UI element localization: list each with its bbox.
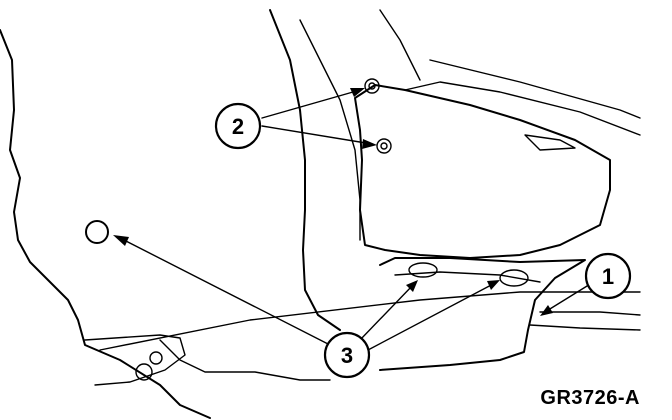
leader-3c bbox=[367, 282, 496, 351]
leader-2a bbox=[261, 89, 361, 119]
arrowhead-2b bbox=[362, 139, 377, 149]
module-panel-seam bbox=[524, 134, 576, 151]
floor-line-2 bbox=[539, 311, 641, 316]
callout-3: 3 bbox=[323, 331, 371, 379]
floor-line-4 bbox=[159, 339, 331, 381]
fastener-loose-hole bbox=[85, 220, 109, 244]
fastener-lower-2 bbox=[499, 269, 529, 287]
pillar-outline bbox=[269, 9, 341, 331]
module-top-edge bbox=[404, 81, 641, 136]
fastener-upper-2-center bbox=[380, 142, 388, 150]
arrowhead-3a bbox=[113, 235, 129, 246]
fastener-upper-2 bbox=[376, 138, 392, 154]
floor-line-3 bbox=[529, 324, 641, 331]
callout-1-label: 1 bbox=[602, 264, 614, 289]
arrowhead-3b bbox=[406, 280, 418, 292]
figure-id: GR3726-A bbox=[540, 387, 640, 409]
callout-2-label: 2 bbox=[232, 114, 244, 139]
pillar-inner-edge bbox=[299, 19, 361, 241]
arrowhead-2a bbox=[350, 88, 365, 97]
lower-bracket bbox=[379, 257, 586, 371]
leader-3a bbox=[119, 237, 331, 346]
callout-3-label: 3 bbox=[341, 343, 353, 368]
module-edge-line bbox=[379, 9, 421, 81]
upper-dash-line bbox=[429, 59, 641, 119]
bracket-inner-edge bbox=[394, 271, 541, 283]
left-panel-outline bbox=[0, 29, 211, 419]
fastener-upper-1-center bbox=[368, 82, 376, 90]
fastener-lower-1 bbox=[408, 262, 438, 278]
arrowhead-1 bbox=[540, 305, 553, 316]
lower-left-nut bbox=[135, 363, 153, 381]
lower-left-bracket bbox=[84, 334, 186, 386]
arrowhead-3c bbox=[487, 280, 500, 290]
leader-2b bbox=[261, 125, 373, 145]
fastener-upper-1 bbox=[364, 78, 380, 94]
callout-2: 2 bbox=[214, 102, 262, 150]
floor-line-1 bbox=[99, 291, 641, 351]
leader-3b bbox=[359, 284, 414, 341]
callout-1: 1 bbox=[584, 252, 632, 300]
lower-left-bolt bbox=[149, 351, 163, 365]
module-outline bbox=[354, 84, 611, 259]
